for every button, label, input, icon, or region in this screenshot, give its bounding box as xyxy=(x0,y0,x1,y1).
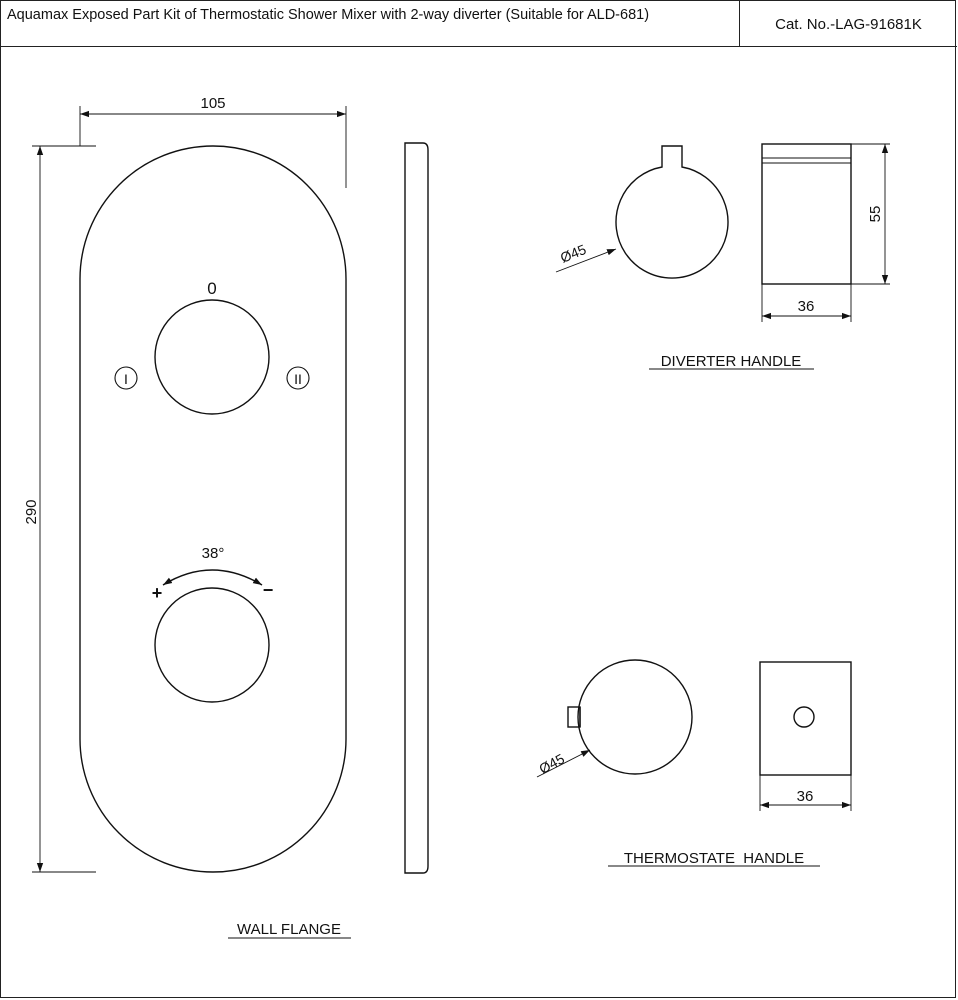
diverter-knob-outline xyxy=(154,299,270,415)
wall-flange-side-view xyxy=(404,142,429,874)
width-dimension xyxy=(79,106,347,188)
thermostat-handle-caption: THERMOSTATE HANDLE xyxy=(624,850,804,867)
diverter-handle-side-view xyxy=(761,143,852,285)
thermostat-knob-outline xyxy=(154,587,270,703)
thermostat-width-dimension xyxy=(759,775,852,811)
rotation-angle-label: 38° xyxy=(202,545,225,562)
position-two-label: II xyxy=(294,371,302,387)
diverter-height-label: 55 xyxy=(867,206,884,223)
flange-width-label: 105 xyxy=(200,95,225,112)
diverter-diameter-label: Ø45 xyxy=(558,241,589,266)
thermostat-width-label: 36 xyxy=(797,788,814,805)
position-one-marker xyxy=(114,366,138,390)
diverter-height-dimension xyxy=(851,143,890,285)
position-zero-label: 0 xyxy=(207,279,216,298)
position-one-label: I xyxy=(124,371,128,387)
diverter-handle-front-view xyxy=(615,145,729,279)
thermostat-diameter-leader xyxy=(536,749,591,778)
thermostat-handle-front-view xyxy=(577,659,693,775)
wall-flange-plate xyxy=(79,145,347,873)
diverter-handle-caption: DIVERTER HANDLE xyxy=(661,353,802,370)
diverter-width-dimension xyxy=(761,284,852,322)
flange-height-label: 290 xyxy=(23,499,40,524)
rotation-arc xyxy=(162,569,263,586)
diverter-width-label: 36 xyxy=(798,298,815,315)
thermostat-handle-side-view xyxy=(759,661,852,776)
thermostat-handle-hole xyxy=(793,706,815,728)
plus-label: + xyxy=(152,583,163,603)
wall-flange-caption: WALL FLANGE xyxy=(237,921,341,938)
title-block: Aquamax Exposed Part Kit of Thermostatic… xyxy=(1,1,957,47)
diverter-diameter-leader xyxy=(555,248,617,273)
catalog-number: Cat. No.-LAG-91681K xyxy=(739,1,957,47)
minus-label: − xyxy=(263,580,274,600)
drawing-title: Aquamax Exposed Part Kit of Thermostatic… xyxy=(7,7,650,23)
position-two-marker xyxy=(286,366,310,390)
height-dimension xyxy=(32,145,96,873)
thermostat-diameter-label: Ø45 xyxy=(536,750,567,777)
